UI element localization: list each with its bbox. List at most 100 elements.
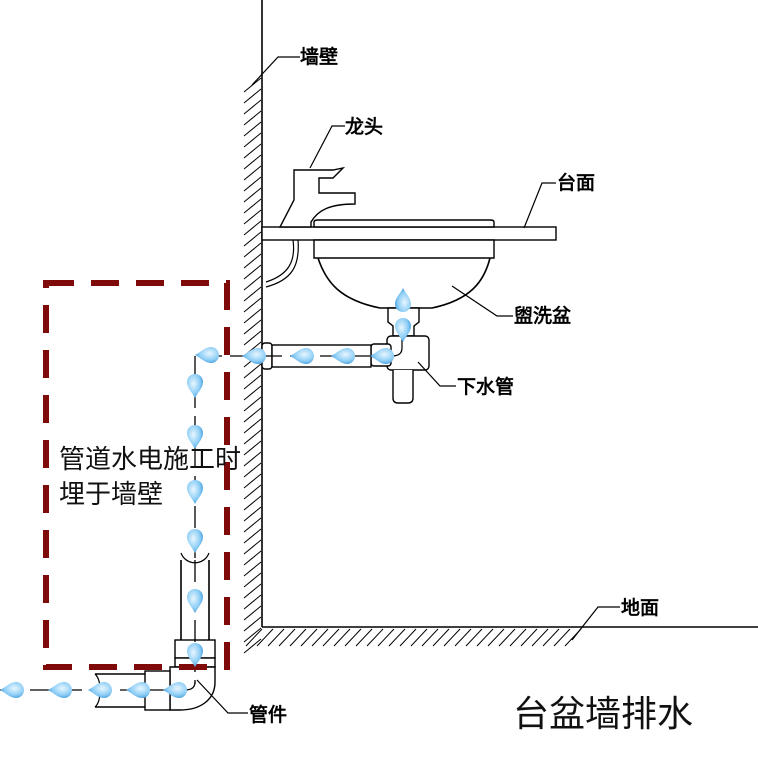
countertop	[261, 226, 557, 241]
hatch-line	[243, 473, 262, 489]
hatch-line	[243, 396, 262, 412]
label-countertop: 台面	[557, 171, 595, 194]
hatch-line	[243, 407, 262, 423]
label-faucet: 龙头	[345, 115, 383, 138]
hatch-line	[243, 583, 262, 599]
faucet	[265, 166, 356, 288]
hatch-line	[300, 628, 318, 647]
hatch-line	[476, 628, 494, 647]
hatch-line	[243, 154, 262, 170]
hatch-line	[243, 418, 262, 434]
water-drop-icon	[48, 682, 72, 698]
hatch-line	[531, 628, 549, 647]
hatch-line	[243, 231, 262, 247]
hatch-line	[243, 528, 262, 544]
hatch-line	[267, 628, 285, 647]
hatch-line	[465, 628, 483, 647]
floor-hatching	[245, 628, 582, 647]
hatch-line	[243, 242, 262, 258]
hatch-line	[243, 330, 262, 346]
leader-lines	[196, 56, 620, 714]
hatch-line	[243, 484, 262, 500]
wall-hatching	[243, 77, 262, 654]
hatch-line	[243, 275, 262, 291]
floor	[245, 626, 758, 647]
hatch-line	[243, 572, 262, 588]
hatch-line	[243, 88, 262, 104]
water-drop-icon	[187, 374, 203, 398]
hatch-line	[243, 308, 262, 324]
hatch-line	[377, 628, 395, 647]
hatch-line	[520, 628, 538, 647]
hatch-line	[243, 462, 262, 478]
hatch-line	[454, 628, 472, 647]
hatch-line	[498, 628, 516, 647]
hatch-line	[243, 374, 262, 390]
hatch-line	[243, 264, 262, 280]
hatch-line	[355, 628, 373, 647]
hatch-line	[243, 594, 262, 610]
label-wall: 墙壁	[300, 45, 338, 68]
hatch-line	[243, 319, 262, 335]
diagram-title: 台盆墙排水	[513, 694, 693, 735]
water-drop-icon	[242, 348, 266, 364]
hatch-line	[243, 187, 262, 203]
hatch-line	[243, 539, 262, 555]
water-drop-icon	[187, 589, 203, 613]
embedded-zone-box	[43, 280, 230, 670]
hatch-line	[432, 628, 450, 647]
water-drop-icon	[395, 288, 411, 312]
label-drain-pipe: 下水管	[457, 375, 514, 398]
hatch-line	[243, 121, 262, 137]
hatch-line	[243, 506, 262, 522]
hatch-line	[388, 628, 406, 647]
hatch-line	[243, 132, 262, 148]
hatch-line	[243, 99, 262, 115]
water-drop-icon	[195, 347, 219, 363]
hatch-line	[399, 628, 417, 647]
hatch-line	[243, 616, 262, 632]
wall	[243, 0, 263, 654]
hatch-line	[322, 628, 340, 647]
hatch-line	[553, 628, 571, 647]
hatch-line	[243, 110, 262, 126]
hatch-line	[243, 220, 262, 236]
label-floor: 地面	[621, 596, 659, 619]
hatch-line	[256, 628, 274, 647]
basin	[313, 219, 495, 309]
hatch-line	[243, 198, 262, 214]
hatch-line	[243, 550, 262, 566]
note-line-2: 埋于墙壁	[59, 480, 163, 510]
label-basin: 盥洗盆	[514, 304, 572, 327]
hatch-line	[278, 628, 296, 647]
hatch-line	[243, 627, 262, 643]
hatch-line	[366, 628, 384, 647]
hatch-line	[443, 628, 461, 647]
hatch-line	[243, 363, 262, 379]
note-line-1: 管道水电施工时	[59, 445, 241, 475]
label-fitting: 管件	[249, 703, 287, 726]
hatch-line	[243, 209, 262, 225]
water-drop-icon	[187, 480, 203, 504]
hatch-line	[243, 517, 262, 533]
hatch-line	[344, 628, 362, 647]
hatch-line	[243, 561, 262, 577]
hatch-line	[487, 628, 505, 647]
hatch-line	[243, 451, 262, 467]
hatch-line	[509, 628, 527, 647]
hatch-line	[243, 253, 262, 269]
water-drop-icon	[126, 682, 150, 698]
hatch-line	[243, 143, 262, 159]
hatch-line	[245, 628, 263, 647]
hatch-line	[243, 286, 262, 302]
hatch-line	[243, 605, 262, 621]
hatch-line	[333, 628, 351, 647]
water-drop-icon	[187, 529, 203, 553]
water-drop-icon	[88, 682, 112, 698]
hatch-line	[421, 628, 439, 647]
hatch-line	[243, 638, 262, 654]
hatch-line	[243, 165, 262, 181]
hatch-line	[243, 176, 262, 192]
hatch-line	[243, 429, 262, 445]
